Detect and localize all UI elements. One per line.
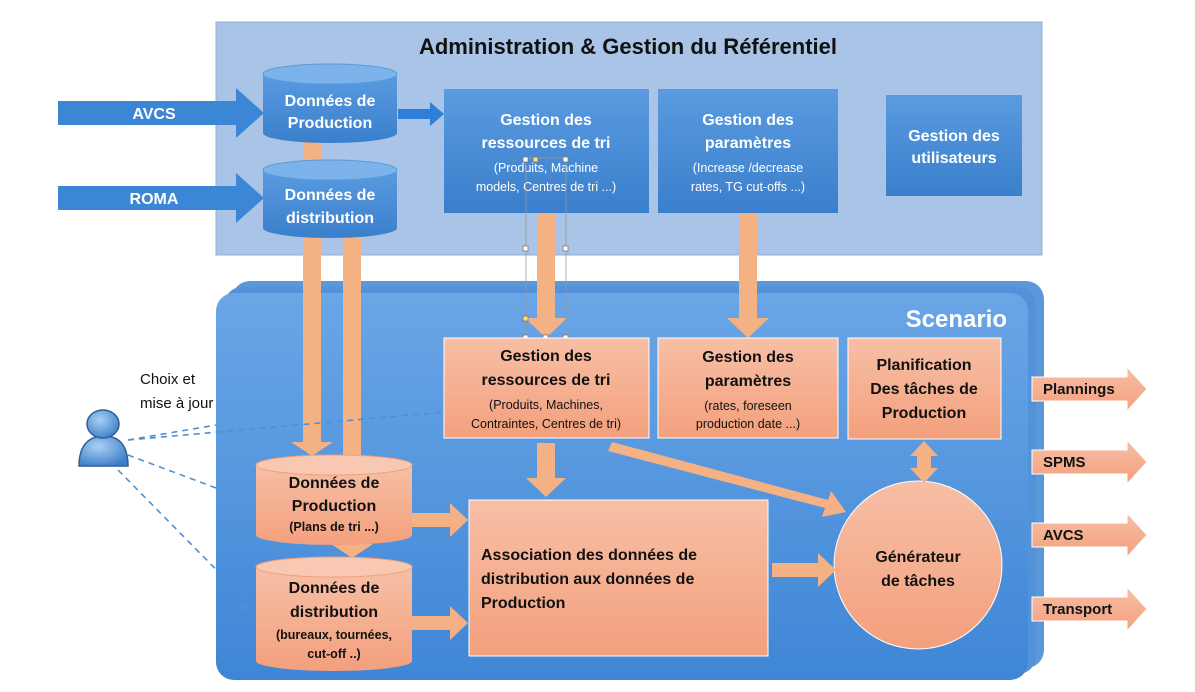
svg-text:distribution: distribution <box>286 210 374 227</box>
scenario-generateur <box>833 480 1003 650</box>
user-connector-arrowhead <box>242 602 254 610</box>
svg-text:(Plans de tri ...): (Plans de tri ...) <box>289 520 379 534</box>
scenario-ressources-title-1: Gestion des <box>500 348 592 365</box>
association-line-1: Association des données de <box>481 547 697 564</box>
arrow-ressources-down <box>525 213 567 338</box>
svg-text:Production: Production <box>292 498 376 515</box>
user-note-line-1: Choix et <box>140 371 196 388</box>
arrow-planification-generateur <box>910 441 938 483</box>
scenario-box-parametres <box>657 337 839 439</box>
svg-text:Données de: Données de <box>289 475 380 492</box>
svg-text:cut-off ..): cut-off ..) <box>307 647 360 661</box>
scenario-box-association <box>468 499 769 657</box>
scenario-db-production: Données de Production (Plans de tri ...) <box>255 454 413 545</box>
admin-parametres-title-1: Gestion des <box>702 112 794 129</box>
output-plannings: Plannings <box>1043 381 1115 398</box>
generateur-line-2: de tâches <box>881 573 955 590</box>
arrow-db-to-ressources <box>398 102 444 126</box>
admin-utilisateurs-2: utilisateurs <box>911 150 996 167</box>
output-avcs: AVCS <box>1043 527 1084 544</box>
scenario-db-distribution: Données de distribution (bureaux, tourné… <box>255 556 413 671</box>
admin-db-production: Données de Production <box>262 63 398 143</box>
svg-text:(bureaux, tournées,: (bureaux, tournées, <box>276 628 392 642</box>
scenario-parametres-title-1: Gestion des <box>702 349 794 366</box>
scenario-parametres-detail-2: production date ...) <box>696 417 800 431</box>
user-connectors <box>117 411 445 607</box>
admin-box-ressources <box>444 89 649 213</box>
admin-box-parametres <box>658 89 838 213</box>
arrow-prod-down <box>291 140 333 456</box>
admin-ressources-detail-2: models, Centres de tri ...) <box>476 180 616 194</box>
arrow-dist-down <box>331 228 373 558</box>
admin-ressources-detail-1: (Produits, Machine <box>494 161 598 175</box>
input-label-roma: ROMA <box>130 191 179 208</box>
scenario-ressources-detail-2: Contraintes, Centres de tri) <box>471 417 621 431</box>
admin-title: Administration & Gestion du Référentiel <box>419 34 837 59</box>
user-note-line-2: mise à jour <box>140 395 213 412</box>
admin-parametres-detail-1: (Increase /decrease <box>693 161 804 175</box>
admin-parametres-detail-2: rates, TG cut-offs ...) <box>691 180 805 194</box>
scenario-box-ressources <box>443 337 650 439</box>
svg-text:Production: Production <box>288 115 372 132</box>
arrow-ressources-to-association <box>526 443 566 497</box>
scenario-ressources-title-2: ressources de tri <box>482 372 611 389</box>
scenario-parametres-detail-1: (rates, foreseen <box>704 399 792 413</box>
planification-line-2: Des tâches de <box>870 381 978 398</box>
planification-line-3: Production <box>882 405 966 422</box>
arrow-parametres-down <box>727 213 769 338</box>
arrow-association-to-generateur <box>772 553 836 587</box>
svg-text:Données de: Données de <box>289 580 380 597</box>
svg-text:Données de: Données de <box>285 93 376 110</box>
input-arrow-roma <box>58 173 264 223</box>
input-label-avcs: AVCS <box>132 106 176 123</box>
association-line-2: distribution aux données de <box>481 571 694 588</box>
admin-ressources-title-2: ressources de tri <box>482 135 611 152</box>
generateur-line-1: Générateur <box>875 549 960 566</box>
admin-utilisateurs-1: Gestion des <box>908 128 1000 145</box>
admin-db-distribution: Données de distribution <box>262 159 398 238</box>
admin-box-utilisateurs <box>886 95 1022 196</box>
arrow-dbprod-to-association <box>412 503 468 537</box>
svg-text:distribution: distribution <box>290 604 378 621</box>
output-arrows: Plannings SPMS AVCS Transport <box>1031 365 1148 633</box>
output-spms: SPMS <box>1043 454 1086 471</box>
scenario-parametres-title-2: paramètres <box>705 373 791 390</box>
association-line-3: Production <box>481 595 565 612</box>
input-arrow-avcs <box>58 88 264 138</box>
scenario-ressources-detail-1: (Produits, Machines, <box>489 398 603 412</box>
arrow-dbdist-to-association <box>412 606 468 640</box>
admin-ressources-title-1: Gestion des <box>500 112 592 129</box>
admin-parametres-title-2: paramètres <box>705 135 791 152</box>
scenario-box-planification <box>847 337 1002 440</box>
svg-text:Données de: Données de <box>285 187 376 204</box>
planification-line-1: Planification <box>876 357 971 374</box>
arrow-ressources-to-generateur <box>608 442 846 517</box>
output-transport: Transport <box>1043 601 1112 618</box>
user-icon <box>78 409 129 467</box>
scenario-label: Scenario <box>906 306 1007 333</box>
